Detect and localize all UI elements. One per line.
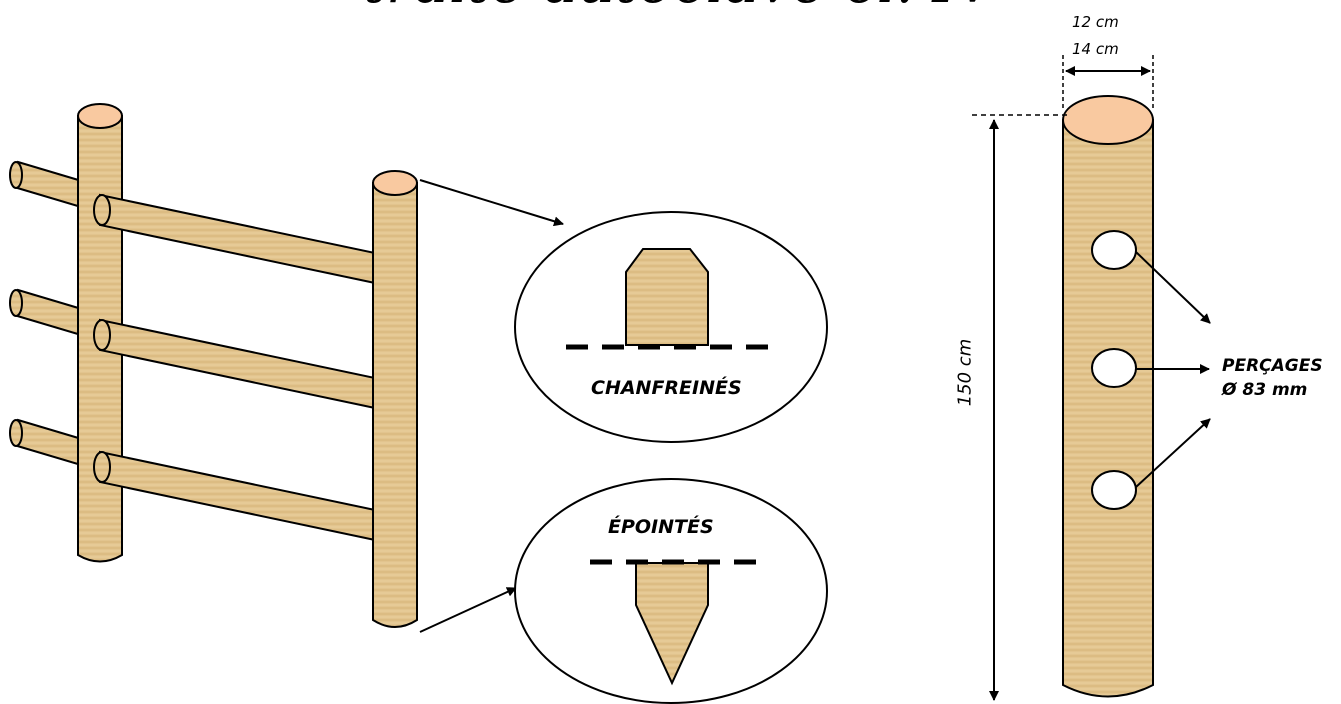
fence-assembly <box>9 103 418 628</box>
holes-label: PERÇAGES <box>1222 356 1323 376</box>
hole-arrow-1 <box>1135 251 1211 324</box>
height-dimension <box>972 114 1068 701</box>
post-right <box>372 170 418 628</box>
holes-diameter-label: Ø 83 mm <box>1222 380 1308 400</box>
hole-2 <box>1091 348 1137 388</box>
width-min-label: 12 cm <box>1072 13 1119 31</box>
width-max-label: 14 cm <box>1072 40 1119 58</box>
chamfered-label: CHANFREINÉS <box>591 377 742 399</box>
rail-bottom-front <box>93 450 376 542</box>
detail-pointed <box>514 478 828 704</box>
post-detail <box>1062 95 1154 698</box>
detail-chamfered <box>514 211 828 443</box>
pointer-arrow-bottom <box>419 587 517 633</box>
rail-middle-front <box>93 318 376 410</box>
width-dimension <box>1062 55 1154 110</box>
rail-top-front <box>93 193 376 285</box>
hole-arrow-3 <box>1135 418 1211 488</box>
hole-3 <box>1091 470 1137 510</box>
hole-1 <box>1091 230 1137 270</box>
diagram-title: traité autoclave cl. IV <box>320 0 1040 16</box>
height-label: 150 cm <box>954 338 976 407</box>
pointed-label: ÉPOINTÉS <box>608 516 714 538</box>
pointer-arrow-top <box>419 179 564 227</box>
